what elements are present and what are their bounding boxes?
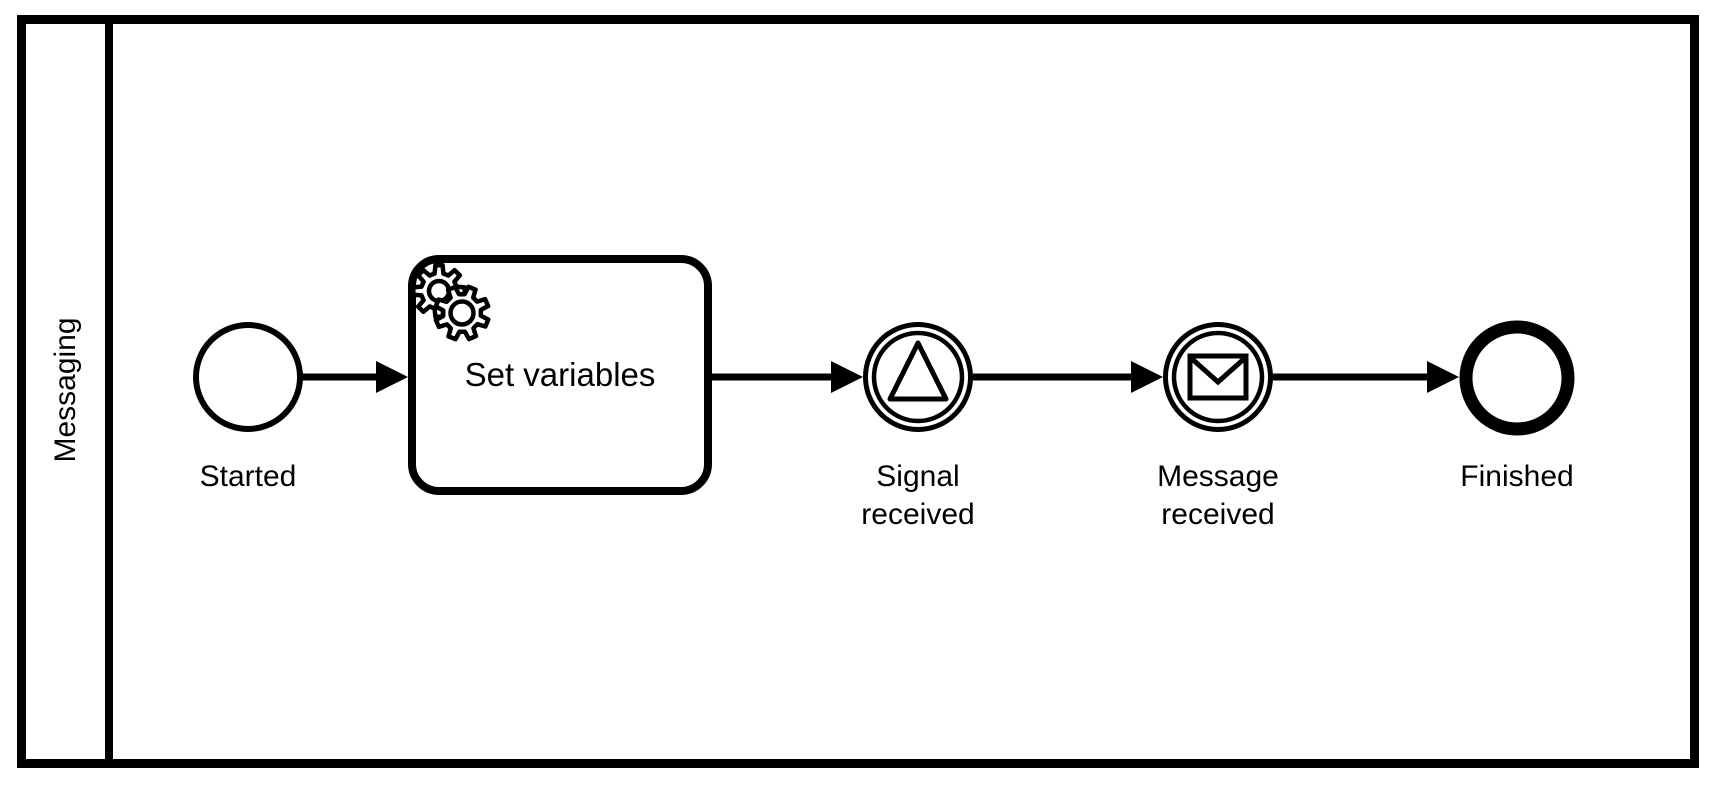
service-task-label: Set variables bbox=[464, 356, 656, 393]
service-task-shape bbox=[408, 255, 712, 495]
pool-border bbox=[17, 15, 1699, 768]
signal-catch-event-shape bbox=[863, 322, 973, 432]
envelope-icon bbox=[1187, 353, 1249, 401]
end-event-label: Finished bbox=[1460, 460, 1574, 493]
sequence-flow-task-to-signal bbox=[712, 361, 863, 393]
start-event-shape bbox=[193, 322, 303, 432]
sequence-flow-signal-to-message bbox=[973, 361, 1163, 393]
signal-event-label: Signal received bbox=[861, 460, 975, 531]
signal-triangle-icon bbox=[887, 340, 949, 402]
message-event-label: Message received bbox=[1157, 460, 1279, 531]
lane-label: Messaging bbox=[49, 317, 82, 463]
sequence-flow-message-to-end bbox=[1273, 361, 1459, 393]
sequence-flow-start-to-task bbox=[302, 361, 408, 393]
end-event-shape bbox=[1459, 320, 1575, 436]
gears-icon bbox=[411, 263, 491, 342]
start-event-label: Started bbox=[199, 460, 297, 493]
message-catch-event-shape bbox=[1163, 322, 1273, 432]
